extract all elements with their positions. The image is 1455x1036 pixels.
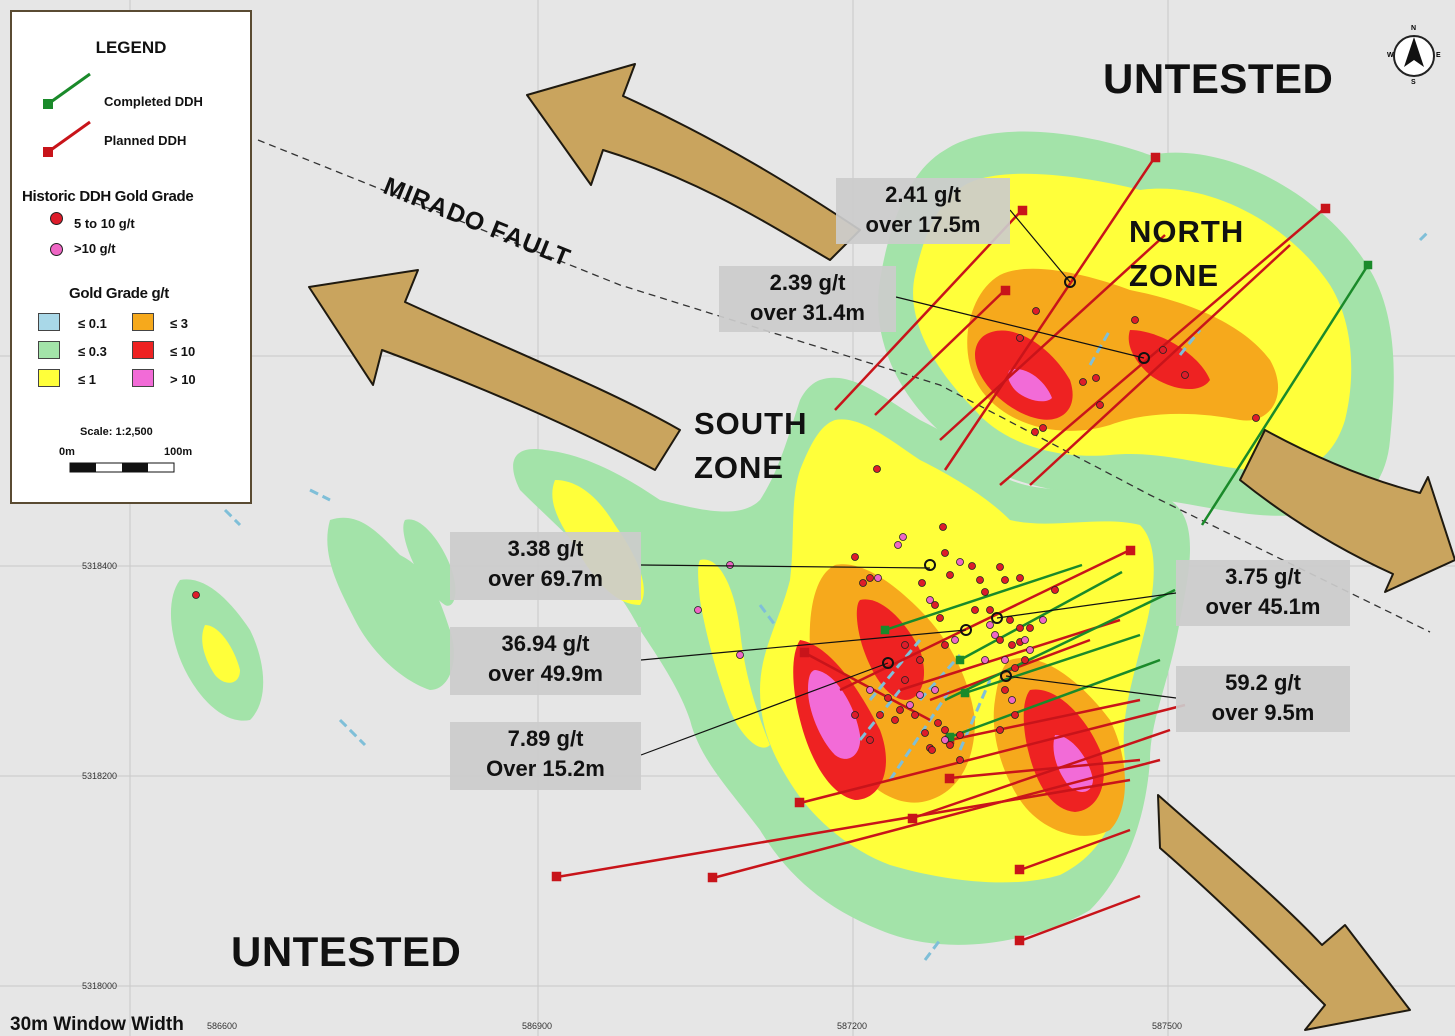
north-zone-line-2: ZONE xyxy=(1129,258,1220,293)
legend-grade-header: Gold Grade g/t xyxy=(69,285,169,302)
south-zone-line-2: ZONE xyxy=(694,450,785,485)
legend-grade-swatch xyxy=(132,313,154,331)
legend-planned-ddh: Planned DDH xyxy=(104,133,187,148)
callout-length: over 45.1m xyxy=(1205,594,1321,619)
callout-36-94: 36.94 g/t over 49.9m xyxy=(450,627,641,695)
northing-label: 5318400 xyxy=(82,561,118,571)
callout-2-41: 2.41 g/t over 17.5m xyxy=(836,178,1010,244)
legend-line-symbols xyxy=(43,72,91,157)
callout-3-38: 3.38 g/t over 69.7m xyxy=(450,532,641,600)
direction-arrows xyxy=(308,63,1455,1031)
northing-label: 5318200 xyxy=(82,771,118,781)
callout-length: over 49.9m xyxy=(488,661,603,686)
south-zone-line-1: SOUTH xyxy=(694,406,808,441)
legend-historic-header: Historic DDH Gold Grade xyxy=(22,188,194,205)
callout-grade: 59.2 g/t xyxy=(1225,670,1301,695)
callout-7-89: 7.89 g/t Over 15.2m xyxy=(450,722,641,790)
callout-3-75: 3.75 g/t over 45.1m xyxy=(1176,560,1350,626)
callout-grade: 2.41 g/t xyxy=(885,182,961,207)
legend-historic-gt10-label: >10 g/t xyxy=(74,241,116,256)
compass-icon xyxy=(1393,35,1435,77)
legend-grade-label: ≤ 10 xyxy=(170,344,196,359)
callout-grade: 2.39 g/t xyxy=(769,270,846,295)
south-zone-contours xyxy=(513,377,1190,945)
arrow-east xyxy=(1239,429,1455,593)
historic-5-10-points xyxy=(192,307,1260,764)
callout-length: over 69.7m xyxy=(488,566,603,591)
legend-grade-label: ≤ 1 xyxy=(78,372,96,387)
callout-length: over 31.4m xyxy=(750,300,865,325)
completed-ddh-lines xyxy=(880,260,1373,742)
easting-label: 586900 xyxy=(522,1021,553,1031)
compass-e: E xyxy=(1436,52,1441,59)
legend-grade-label: ≤ 0.1 xyxy=(78,316,107,331)
callout-length: Over 15.2m xyxy=(486,756,605,781)
compass-s: S xyxy=(1411,79,1416,86)
legend-grade-swatch xyxy=(38,369,60,387)
arrow-southeast xyxy=(1157,794,1411,1031)
legend-grade-label: ≤ 3 xyxy=(170,316,188,331)
legend-grade-label: > 10 xyxy=(170,372,196,387)
legend-grade-swatch xyxy=(38,313,60,331)
legend-scale-start: 0m xyxy=(59,446,75,458)
legend-scale-end: 100m xyxy=(164,446,193,458)
legend-grade-swatch xyxy=(132,341,154,359)
south-zone-label: SOUTH ZONE xyxy=(694,402,808,490)
legend-grade-swatch xyxy=(38,341,60,359)
untested-label-top: UNTESTED xyxy=(1103,55,1334,102)
northing-label: 5318000 xyxy=(82,981,118,991)
north-zone-label: NORTH ZONE xyxy=(1129,210,1244,298)
compass-n: N xyxy=(1411,25,1417,32)
legend-title: LEGEND xyxy=(95,38,167,57)
window-width-label: 30m Window Width xyxy=(10,1014,184,1035)
compass-w: W xyxy=(1387,52,1394,59)
callout-grade: 3.75 g/t xyxy=(1225,564,1301,589)
callout-grade: 7.89 g/t xyxy=(507,726,584,751)
west-contours xyxy=(170,517,456,721)
legend-grade-swatch xyxy=(132,369,154,387)
historic-gt10-points xyxy=(694,533,1047,744)
arrow-northwest-upper xyxy=(526,63,861,261)
north-zone-line-1: NORTH xyxy=(1129,214,1245,249)
legend-completed-ddh: Completed DDH xyxy=(104,94,203,109)
legend-panel: LEGEND Completed DDH Planned DDH Histori… xyxy=(10,10,252,504)
easting-label: 587200 xyxy=(837,1021,868,1031)
legend-grade-label: ≤ 0.3 xyxy=(78,344,107,359)
callout-length: over 17.5m xyxy=(865,212,981,237)
callout-2-39: 2.39 g/t over 31.4m xyxy=(719,266,896,332)
callout-grade: 3.38 g/t xyxy=(507,536,584,561)
legend-historic-5-10-dot xyxy=(50,212,63,225)
easting-label: 586600 xyxy=(207,1021,238,1031)
callout-leaders xyxy=(640,209,1177,756)
legend-scale-text: Scale: 1:2,500 xyxy=(80,426,153,438)
easting-label: 587500 xyxy=(1152,1021,1183,1031)
mirado-fault-line xyxy=(257,139,1431,633)
callout-59-2: 59.2 g/t over 9.5m xyxy=(1176,666,1350,732)
untested-label-bottom: UNTESTED xyxy=(231,928,462,975)
legend-scale-bar xyxy=(69,462,175,473)
callout-grade: 36.94 g/t xyxy=(501,631,590,656)
arrow-northwest-lower xyxy=(308,269,681,471)
legend-historic-gt10-dot xyxy=(50,243,63,256)
callout-length: over 9.5m xyxy=(1211,700,1315,725)
north-arrow: N S E W xyxy=(1386,25,1442,86)
legend-historic-5-10-label: 5 to 10 g/t xyxy=(74,216,135,231)
